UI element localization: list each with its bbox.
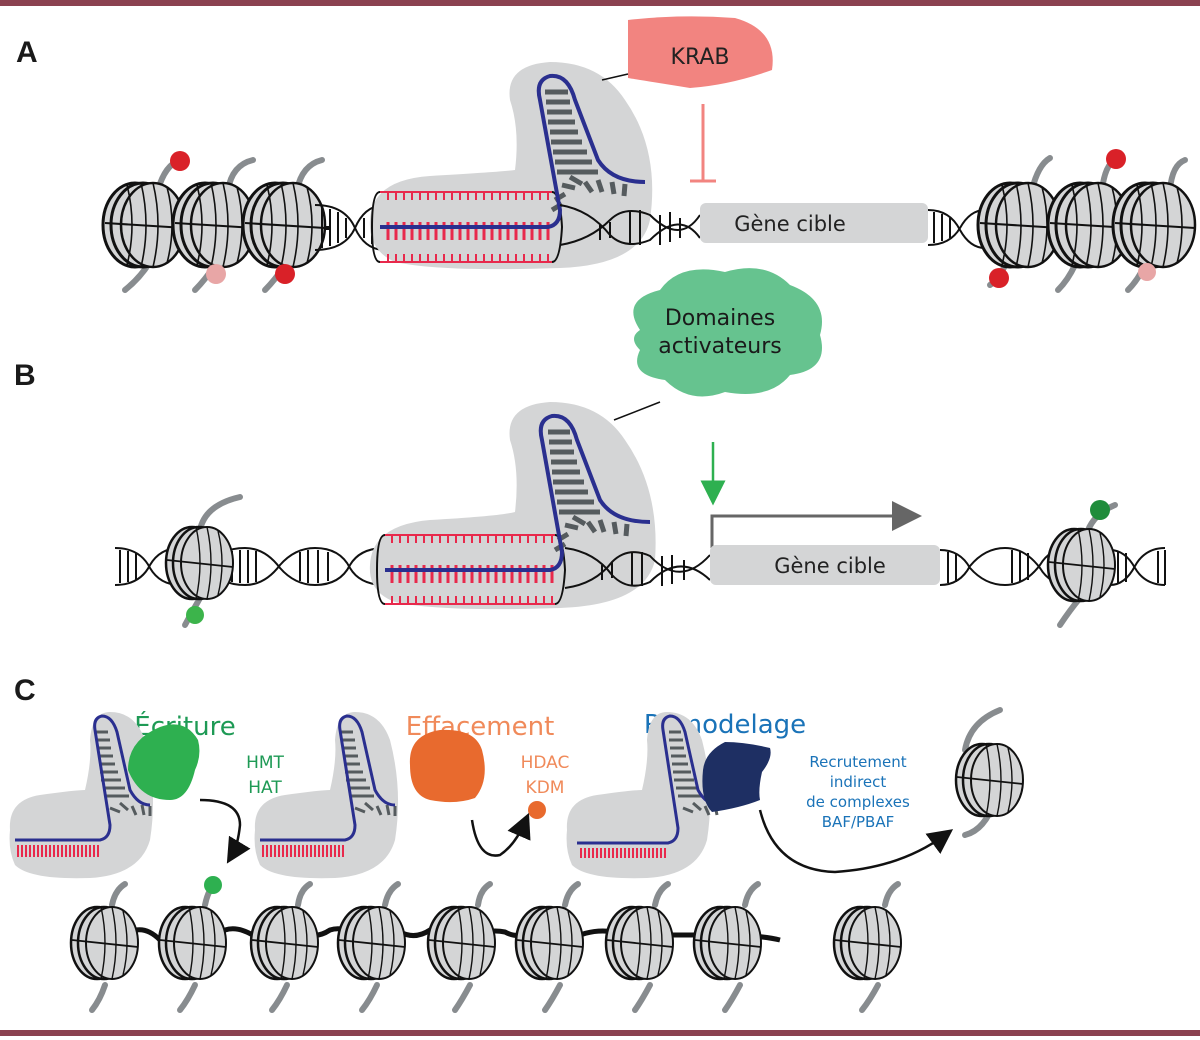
- nucleosome: [692, 905, 763, 981]
- writer-effector: [128, 724, 200, 800]
- nucleosome: [69, 905, 140, 981]
- dna-helix: [927, 209, 986, 249]
- histone-tail: [197, 494, 243, 533]
- sgrna-hairpin: [341, 730, 397, 816]
- enzyme-label: HMT: [246, 753, 284, 773]
- enzyme-label: KDM: [526, 778, 565, 798]
- guide-rna: [385, 413, 651, 572]
- guide-rna: [380, 73, 646, 229]
- transcription-start-arrow: [710, 501, 922, 548]
- panel-b-letter: B: [14, 359, 36, 392]
- sgrna-hairpin: [669, 730, 719, 816]
- enzyme-label: de complexes: [806, 793, 910, 811]
- enzyme-label: HDAC: [521, 753, 570, 773]
- repressive-mark: [1106, 149, 1126, 169]
- nucleosome: [604, 905, 675, 981]
- panel-c: C Écriture HMT HAT Effacement: [9, 674, 1025, 1013]
- guide-rna: [260, 714, 396, 842]
- nucleosome: [336, 905, 407, 981]
- nucleosome: [514, 905, 585, 981]
- enzyme-label: BAF/PBAF: [822, 813, 894, 831]
- top-border: [0, 0, 1200, 6]
- spacer-rna: [17, 845, 99, 857]
- eraser-effector: [409, 729, 485, 803]
- nucleosome: [832, 905, 903, 981]
- removal-arrow: [470, 812, 531, 857]
- guide-rna: [577, 714, 721, 845]
- displaced-nucleosome: [954, 742, 1025, 818]
- bottom-border: [0, 1030, 1200, 1036]
- panel-a: A: [16, 16, 1197, 293]
- dcas9-body: [9, 712, 154, 879]
- enzyme-label: HAT: [248, 778, 282, 798]
- recruitment-arrow: [758, 809, 954, 874]
- module-ecriture: Écriture HMT HAT: [9, 710, 285, 879]
- target-gene-box: [700, 203, 928, 243]
- target-gene-box: [710, 545, 940, 585]
- histone-tails: [89, 881, 901, 1013]
- mark-light: [206, 264, 226, 284]
- dna-helix: [559, 204, 701, 246]
- sgrna-hairpin: [548, 429, 630, 553]
- dcas9-body: [254, 712, 399, 879]
- nucleosome: [426, 905, 497, 981]
- activator-label-line1: Domaines: [665, 306, 775, 331]
- sgrna-hairpin: [96, 730, 152, 816]
- enzyme-label: Recrutement: [809, 753, 906, 771]
- spacer-rna: [580, 848, 666, 858]
- gene-label: Gène cible: [774, 554, 886, 578]
- dna-helix: [939, 546, 1166, 587]
- dna-helix: [564, 547, 711, 589]
- gene-label: Gène cible: [734, 212, 846, 236]
- repression-symbol: [690, 104, 716, 183]
- removed-mark: [528, 801, 546, 819]
- spacer-rna: [385, 534, 555, 605]
- remodeler-effector: [702, 742, 771, 812]
- linker-line: [601, 73, 629, 81]
- guide-rna: [15, 714, 151, 842]
- activator-domain: [633, 268, 822, 397]
- krab-label: KRAB: [671, 45, 730, 70]
- krab-domain: [628, 16, 773, 88]
- enzyme-label: indirect: [830, 773, 887, 791]
- nucleosome: [1111, 181, 1197, 269]
- nucleosome: [1046, 527, 1117, 603]
- repressive-mark: [170, 151, 190, 171]
- dna-helix: [114, 546, 386, 587]
- repressive-mark: [989, 268, 1009, 288]
- active-mark: [186, 606, 204, 624]
- module-effacement: Effacement HDAC KDM: [254, 712, 570, 879]
- active-mark: [1090, 500, 1110, 520]
- nucleosome: [164, 525, 235, 601]
- spacer-rna: [262, 845, 344, 857]
- mark-light: [1138, 263, 1156, 281]
- activator-label-line2: activateurs: [658, 334, 781, 359]
- repressive-mark: [275, 264, 295, 284]
- histone-tail: [962, 707, 1003, 753]
- nucleosome: [157, 905, 228, 981]
- linker-line: [613, 401, 661, 421]
- nucleosome: [249, 905, 320, 981]
- deposition-arrow: [199, 798, 251, 864]
- deposited-mark: [204, 876, 222, 894]
- module-remodelage: Remodelage Recrutement indirect de compl…: [566, 707, 1025, 879]
- dcas9-body: [566, 712, 711, 879]
- panel-b: B Domai: [14, 268, 1166, 628]
- spacer-rna: [380, 191, 552, 263]
- nucleosome: [241, 181, 327, 269]
- panel-a-letter: A: [16, 36, 38, 69]
- panel-c-letter: C: [14, 674, 36, 707]
